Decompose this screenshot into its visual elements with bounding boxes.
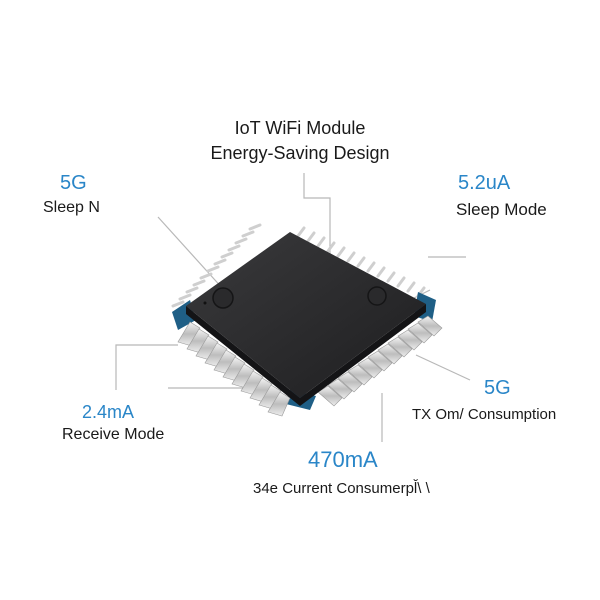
callout-bottom: 470mA 34e Current Consumerpl̆\ \ — [253, 447, 430, 499]
callout-left: 2.4mA Receive Mode — [62, 401, 164, 445]
callout-value: 470mA — [308, 447, 378, 472]
diagram-title-line2: Energy-Saving Design — [210, 143, 390, 163]
callout-value: 5G — [60, 172, 87, 194]
diagram-title-line1: IoT WiFi Module — [234, 118, 366, 138]
callout-right: 5G TX Om/ Consumption — [412, 377, 556, 425]
callout-description: Sleep N — [43, 199, 100, 216]
chip-back-pins — [171, 223, 426, 308]
callout-description: Receive Mode — [62, 426, 165, 443]
callout-value: 5G — [484, 377, 511, 399]
callout-description: 34e Current Consumerpl̆\ \ — [253, 480, 430, 497]
chip-body-top — [186, 232, 426, 398]
chip-front-pins-left — [177, 321, 291, 417]
chip-pin1-dot — [203, 301, 207, 305]
chip-front-pins-right — [317, 315, 443, 407]
callout-top-left: 5G Sleep N — [43, 172, 100, 218]
callout-top-right: 5.2uA Sleep Mode — [456, 172, 547, 220]
callout-description: Sleep Mode — [456, 200, 547, 219]
callout-description: TX Om/ Consumption — [412, 406, 557, 423]
leader-lines — [115, 173, 471, 442]
callout-value: 2.4mA — [82, 402, 135, 422]
chip-dimple-left — [212, 287, 234, 309]
callout-value: 5.2uA — [458, 172, 511, 194]
chip-dimple-right — [367, 286, 387, 306]
